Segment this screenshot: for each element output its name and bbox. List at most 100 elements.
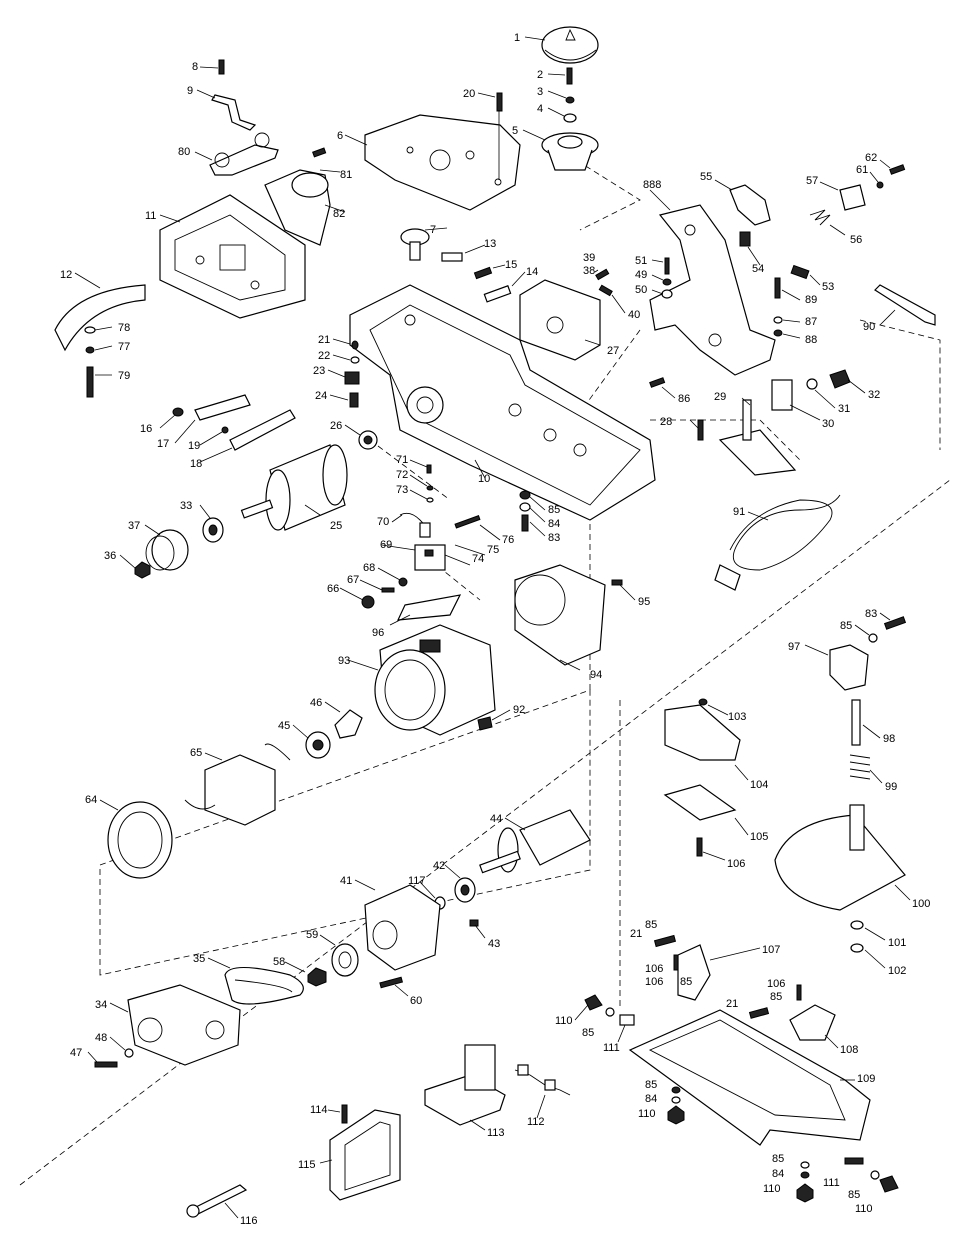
callout-105: 105 <box>750 831 768 843</box>
callout-110-d: 110 <box>855 1203 873 1215</box>
part-motor-housing <box>374 624 496 736</box>
callout-78: 78 <box>118 322 130 334</box>
callout-21-b: 21 <box>630 928 642 940</box>
callout-17: 17 <box>157 438 169 450</box>
part-depth-wheel <box>541 132 599 171</box>
callout-80: 80 <box>178 146 190 158</box>
callout-106-d: 106 <box>767 978 785 990</box>
callout-74: 74 <box>472 553 484 565</box>
callout-12: 12 <box>60 269 72 281</box>
part-46 <box>334 709 363 739</box>
part-bearing-42-117 <box>434 877 476 910</box>
callout-28: 28 <box>660 416 672 428</box>
callout-68: 68 <box>363 562 375 574</box>
callout-42: 42 <box>433 860 445 872</box>
part-screws-77-79 <box>84 326 96 398</box>
callout-117: 117 <box>408 875 426 887</box>
part-gear <box>400 228 430 261</box>
callout-97: 97 <box>788 641 800 653</box>
callout-85: 85 <box>548 504 560 516</box>
callout-20: 20 <box>463 88 475 100</box>
callout-85-e: 85 <box>770 991 782 1003</box>
part-motor-cover <box>514 564 606 666</box>
callout-116: 116 <box>240 1215 258 1227</box>
callout-94: 94 <box>590 669 602 681</box>
callout-85-f: 85 <box>582 1027 594 1039</box>
callout-83-b: 83 <box>865 608 877 620</box>
callout-110-b: 110 <box>638 1108 656 1120</box>
callout-84: 84 <box>548 518 560 530</box>
callout-107: 107 <box>762 944 780 956</box>
callout-77: 77 <box>118 341 130 353</box>
callout-85-g: 85 <box>645 1079 657 1091</box>
callout-95: 95 <box>638 596 650 608</box>
callout-7: 7 <box>430 224 436 236</box>
callout-41: 41 <box>340 875 352 887</box>
callout-9: 9 <box>187 85 193 97</box>
part-front-shoe <box>159 194 306 319</box>
callout-72: 72 <box>396 469 408 481</box>
callout-79: 79 <box>118 370 130 382</box>
part-27 <box>519 279 601 361</box>
callout-109: 109 <box>857 1073 875 1085</box>
part-chip-chute <box>264 169 331 246</box>
callout-21: 21 <box>318 334 330 346</box>
callout-30: 30 <box>822 418 834 430</box>
callout-labels: 1 2 3 4 5 6 7 8 9 10 11 12 13 14 15 16 1… <box>60 32 930 1227</box>
callout-62: 62 <box>865 152 877 164</box>
part-blade-assembly <box>172 394 296 451</box>
callout-1: 1 <box>514 32 520 44</box>
part-83-85-top <box>519 490 531 532</box>
callout-106-b: 106 <box>645 963 663 975</box>
part-screw-60 <box>379 976 404 989</box>
callout-85-h: 85 <box>772 1153 784 1165</box>
callout-69: 69 <box>380 539 392 551</box>
part-92 <box>477 716 493 731</box>
callout-86: 86 <box>678 393 690 405</box>
callout-99: 99 <box>885 781 897 793</box>
callout-31: 31 <box>838 403 850 415</box>
part-112-113 <box>424 1044 571 1126</box>
part-fan-ring <box>107 801 173 879</box>
part-top-plate <box>364 114 521 211</box>
callout-113: 113 <box>487 1127 505 1139</box>
callout-27: 27 <box>607 345 619 357</box>
callout-14: 14 <box>526 266 538 278</box>
callout-112: 112 <box>527 1116 545 1128</box>
part-stand-base <box>774 804 906 953</box>
part-clamp <box>209 59 279 176</box>
callout-15: 15 <box>505 259 517 271</box>
callout-53: 53 <box>822 281 834 293</box>
part-main-housing <box>349 284 656 521</box>
callout-23: 23 <box>313 365 325 377</box>
callout-888: 888 <box>643 179 661 191</box>
part-screw-81 <box>312 147 327 158</box>
callout-70: 70 <box>377 516 389 528</box>
part-brush-holder <box>361 464 481 621</box>
part-114-115 <box>329 1104 401 1201</box>
callout-111: 111 <box>603 1042 620 1054</box>
callout-34: 34 <box>95 999 107 1011</box>
callout-21-c: 21 <box>726 998 738 1010</box>
callout-4: 4 <box>537 103 543 115</box>
part-screw-20 <box>496 92 503 112</box>
part-rear-handle <box>649 204 776 376</box>
callout-6: 6 <box>337 130 343 142</box>
callout-43: 43 <box>488 938 500 950</box>
part-bench-frame <box>584 934 899 1203</box>
part-pulley-set <box>134 517 224 579</box>
callout-87: 87 <box>805 316 817 328</box>
callout-38: 38 <box>583 265 595 277</box>
callout-2: 2 <box>537 69 543 81</box>
part-53 <box>790 264 810 280</box>
callout-10: 10 <box>478 473 490 485</box>
callout-44: 44 <box>490 813 502 825</box>
part-screw-86 <box>649 377 666 388</box>
callout-85-c: 85 <box>645 919 657 931</box>
callout-11: 11 <box>145 210 156 222</box>
part-blade-guard <box>54 284 146 352</box>
callout-71: 71 <box>396 454 408 466</box>
part-knob <box>541 26 599 64</box>
